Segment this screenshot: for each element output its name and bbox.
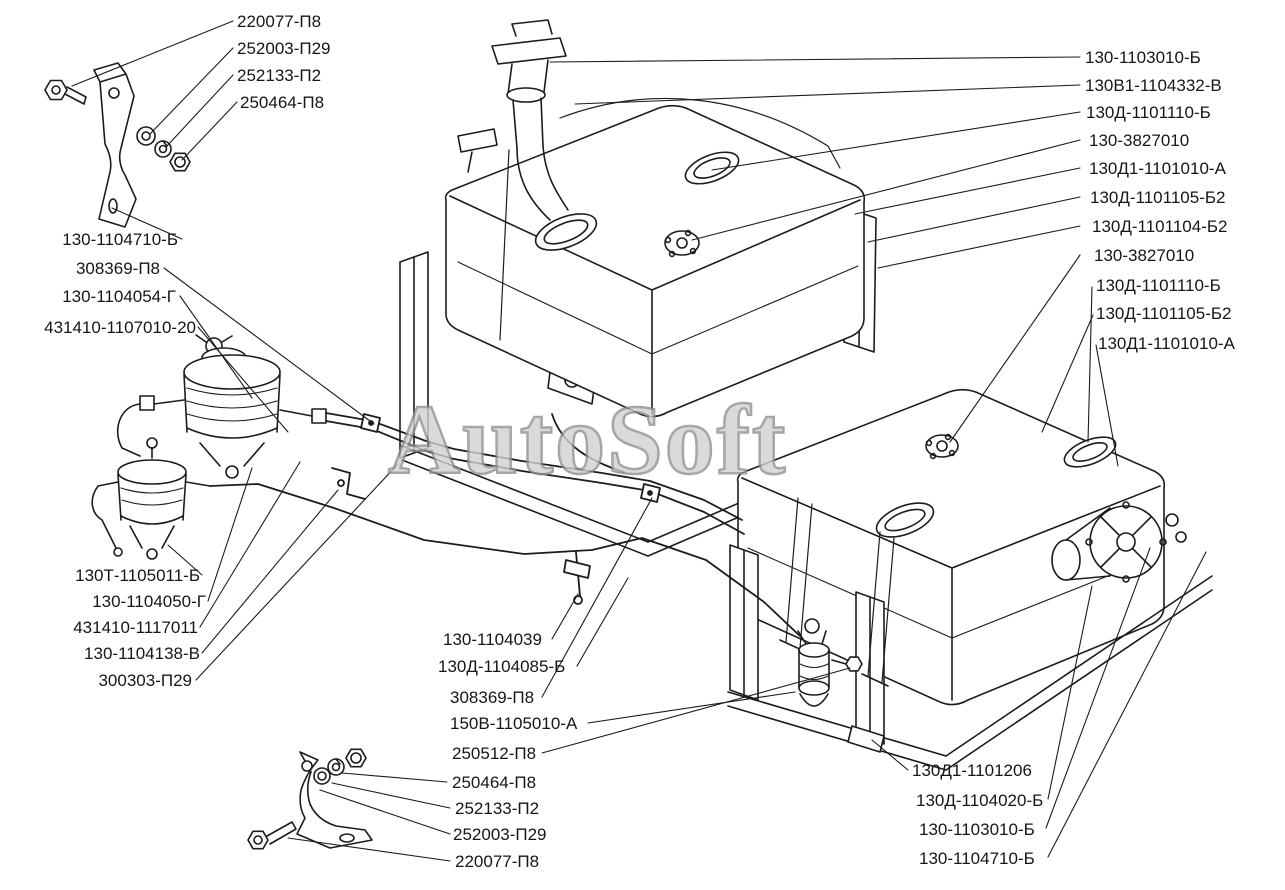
part-label: 308369-П8 xyxy=(75,259,160,278)
part-label: 130-3827010 xyxy=(1094,246,1195,265)
part-label: 130Д-1101105-Б2 xyxy=(1096,304,1232,323)
part-label: 252133-П2 xyxy=(455,799,540,818)
part-label: 130Д1-1101010-А xyxy=(1098,334,1235,353)
part-label: 130Д-1101104-Б2 xyxy=(1092,217,1228,236)
part-label: 220077-П8 xyxy=(237,12,322,31)
part-label: 130Д-1104085-Б xyxy=(438,657,566,676)
part-label: 130-3827010 xyxy=(1089,131,1190,150)
part-label: 252133-П2 xyxy=(237,66,322,85)
fine-fuel-filter xyxy=(116,334,327,479)
lower-tank-fuel-level-sender xyxy=(925,433,959,460)
part-label: 220077-П8 xyxy=(455,852,540,871)
part-label: 130Д-1101110-Б xyxy=(1086,103,1211,122)
part-label: 130Д1-1101010-А xyxy=(1089,159,1226,178)
lock-washer-top-left xyxy=(154,140,172,158)
upper-fuel-tank xyxy=(444,104,866,418)
upper-tank-fuel-level-sender xyxy=(664,229,700,258)
part-label: 431410-1107010-20 xyxy=(44,318,196,337)
part-label: 130-1104039 xyxy=(443,630,542,649)
mounting-bracket-bottom-left xyxy=(296,751,373,849)
part-label: 300303-П29 xyxy=(98,671,192,690)
coarse-fuel-filter xyxy=(91,437,211,560)
fuel-lines xyxy=(209,412,801,637)
part-label: 252003-П29 xyxy=(237,39,331,58)
lower-tank-bottom-bracket xyxy=(847,725,885,753)
leader-lines xyxy=(71,20,1207,862)
washer-bottom-left xyxy=(313,767,331,785)
part-label: 130Д-1104020-Б xyxy=(916,791,1044,810)
fuel-filler-pipe xyxy=(457,19,841,341)
part-label: 130Т-1105011-Б xyxy=(75,566,200,585)
part-label: 130-1103010-Б xyxy=(1085,48,1201,67)
part-label: 130Д-1101105-Б2 xyxy=(1090,188,1226,207)
lower-tank-filler-cap xyxy=(875,502,935,538)
part-label: 250464-П8 xyxy=(240,93,325,112)
lower-fuel-tank xyxy=(736,388,1187,706)
lock-washer-bottom-left xyxy=(327,758,345,776)
upper-tank-vent-cap xyxy=(684,151,740,185)
bracket-bolt-bottom-left xyxy=(247,821,297,850)
fuel-line-clamp xyxy=(563,559,591,579)
washer-top-left xyxy=(136,126,156,146)
part-label: 130-1104710-Б xyxy=(919,849,1035,868)
upper-tank-filler-cap xyxy=(534,213,598,251)
part-label: 308369-П8 xyxy=(450,688,535,707)
fuel-pickup-unit xyxy=(1051,501,1187,583)
part-label: 130-1104054-Г xyxy=(62,287,176,306)
fuel-sediment-filter xyxy=(797,618,863,707)
part-label: 431410-1117011 xyxy=(73,618,198,637)
part-label: 250464-П8 xyxy=(452,773,537,792)
lower-tank-frame xyxy=(727,497,1213,771)
nut-top-left xyxy=(169,152,191,172)
part-label: 130В1-1104332-В xyxy=(1085,76,1222,95)
part-label: 250512-П8 xyxy=(452,744,537,763)
mounting-bracket-top-left xyxy=(93,62,137,228)
part-label: 150В-1105010-А xyxy=(450,714,578,733)
part-label: 130-1103010-Б xyxy=(919,820,1035,839)
part-label: 130-1104138-В xyxy=(84,644,200,663)
part-label: 252003-П29 xyxy=(453,825,547,844)
bracket-bolt-top-left xyxy=(44,79,87,105)
part-label: 130-1104050-Г xyxy=(92,592,206,611)
nut-bottom-left xyxy=(345,748,367,768)
part-label: 130-1104710-Б xyxy=(62,230,178,249)
fuel-line-bracket xyxy=(331,467,366,500)
part-label: 130Д-1101110-Б xyxy=(1096,276,1221,295)
part-label: 130Д1-1101206 xyxy=(912,761,1032,780)
lower-tank-vent-cap xyxy=(1063,436,1117,468)
